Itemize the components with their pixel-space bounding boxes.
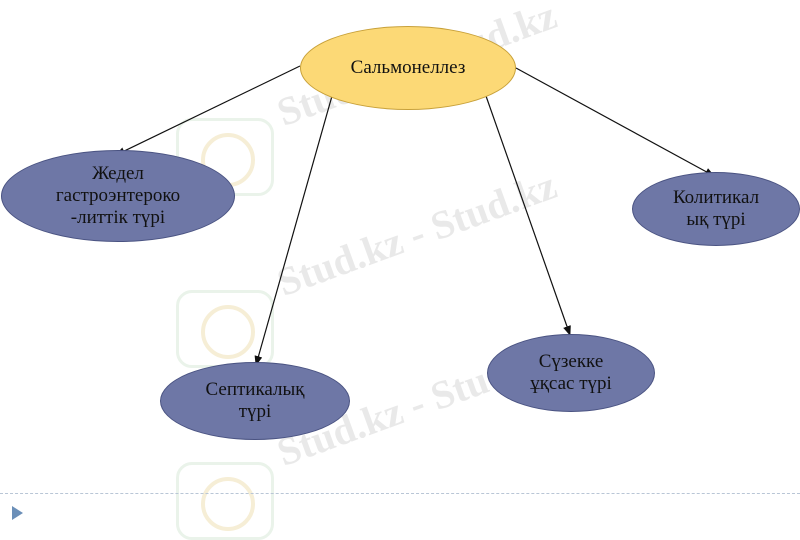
- node-typhoid-line-2: ұқсас түрі: [530, 373, 612, 394]
- connector-layer: [115, 65, 715, 366]
- node-typhoid-line-1: Сүзекке: [538, 351, 604, 373]
- node-septic-line-2: түрі: [238, 401, 272, 422]
- node-gastro: Жедел гастроэнтероко -литтік түрі: [1, 150, 235, 242]
- node-septic: Септикалық түрі: [160, 362, 350, 440]
- arrow-to-gastro: [115, 65, 301, 156]
- node-typhoid: Сүзекке ұқсас түрі: [487, 334, 655, 412]
- node-colitic: Колитикал ық түрі: [632, 172, 800, 246]
- arrow-to-septic: [254, 95, 333, 366]
- arrow-to-colitic: [515, 67, 715, 177]
- node-colitic-line-1: Колитикал: [672, 187, 760, 209]
- node-gastro-line-2: гастроэнтероко: [55, 185, 181, 207]
- triangle-right-icon[interactable]: [12, 506, 23, 520]
- root-node: Сальмонеллез: [300, 26, 516, 110]
- footer-divider: [0, 493, 800, 494]
- root-label: Сальмонеллез: [350, 57, 466, 79]
- node-gastro-line-3: -литтік түрі: [70, 206, 166, 228]
- node-colitic-line-2: ық түрі: [686, 209, 746, 230]
- node-gastro-line-1: Жедел: [92, 163, 144, 185]
- arrow-to-typhoid: [485, 95, 571, 336]
- node-septic-line-1: Септикалық: [205, 379, 305, 401]
